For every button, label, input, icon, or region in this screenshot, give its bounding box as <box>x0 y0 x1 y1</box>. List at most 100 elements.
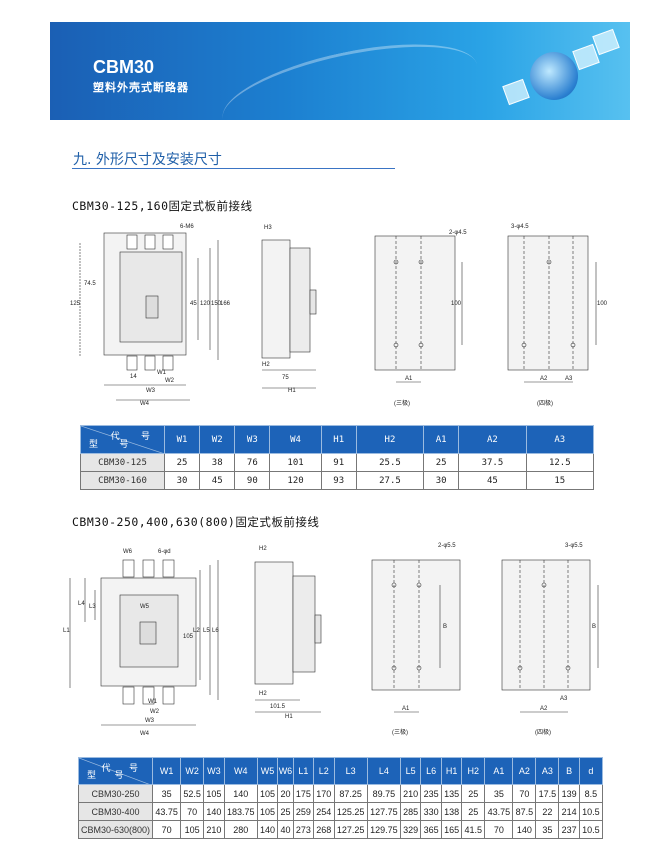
value-cell: 25 <box>423 453 460 472</box>
column-header: A1 <box>484 757 514 785</box>
value-cell: 17.5 <box>535 784 560 803</box>
value-cell: 90 <box>234 471 271 490</box>
column-header: W4 <box>223 757 258 785</box>
value-cell: 235 <box>420 784 442 803</box>
product-title: CBM30 <box>93 57 155 77</box>
hole-label: 2-φ5.5 <box>438 543 456 549</box>
value-cell: 37.5 <box>458 453 527 472</box>
value-cell: 140 <box>256 820 279 839</box>
dim-label: H2 <box>259 546 267 552</box>
dim-label: L4 <box>78 601 85 607</box>
dim-label: B <box>592 624 596 630</box>
value-cell: 89.75 <box>366 784 401 803</box>
value-cell: 8.5 <box>578 784 604 803</box>
side-view-1 <box>261 239 317 389</box>
value-cell: 70 <box>152 820 182 839</box>
value-cell: 329 <box>399 820 422 839</box>
dim-label: 166 <box>220 301 231 307</box>
pole-caption: (四极) <box>535 728 551 736</box>
column-header: H2 <box>355 425 425 454</box>
model-cell: CBM30-630(800) <box>77 820 154 839</box>
mounting-3pole-1 <box>374 235 463 383</box>
mounting-4pole-1 <box>507 235 597 383</box>
model-cell: CBM30-400 <box>77 802 154 821</box>
section-underline <box>72 168 395 169</box>
model-cell: CBM30-125 <box>80 453 165 472</box>
dim-label: 6-φd <box>158 549 171 555</box>
value-cell: 170 <box>313 784 335 803</box>
dim-label: L2 <box>193 628 200 634</box>
value-cell: 210 <box>399 784 422 803</box>
product-subtitle: 塑料外壳式断路器 <box>93 81 189 94</box>
dim-label: 120 <box>200 301 211 307</box>
hole-label: 2-φ4.5 <box>449 230 467 236</box>
value-cell: 140 <box>203 802 225 821</box>
hole-label: 3-φ4.5 <box>511 224 529 230</box>
value-cell: 140 <box>223 784 258 803</box>
value-cell: 25 <box>461 802 486 821</box>
dim-label: L1 <box>63 628 70 634</box>
dim-label: L3 <box>89 604 96 610</box>
dim-label: A1 <box>405 376 413 382</box>
dim-label: 100 <box>451 301 462 307</box>
header-banner: CBM30 塑料外壳式断路器 <box>50 22 630 120</box>
dim-label: W2 <box>165 378 175 384</box>
value-cell: 139 <box>558 784 580 803</box>
dim-label: 14 <box>130 374 137 380</box>
corner-code-label: 代 号 <box>110 432 158 442</box>
dim-label: H1 <box>288 388 296 394</box>
value-cell: 214 <box>558 802 580 821</box>
value-cell: 105 <box>256 784 279 803</box>
value-cell: 125.25 <box>333 802 368 821</box>
value-cell: 35 <box>535 820 560 839</box>
dim-label: A2 <box>540 706 548 712</box>
value-cell: 135 <box>440 784 463 803</box>
model-cell: CBM30-160 <box>80 471 165 490</box>
value-cell: 87.25 <box>333 784 368 803</box>
corner-code-label: 代 号 <box>101 763 147 773</box>
dim-label: W3 <box>146 388 156 394</box>
column-header: W1 <box>152 757 182 785</box>
column-header: W2 <box>180 757 205 785</box>
column-header: W1 <box>163 425 201 454</box>
hole-label: 3-φ5.5 <box>565 543 583 549</box>
column-header: H1 <box>440 757 463 785</box>
value-cell: 22 <box>535 802 560 821</box>
value-cell: 175 <box>292 784 315 803</box>
section-title: 九. 外形尺寸及安装尺寸 <box>73 152 222 168</box>
column-header: W3 <box>203 757 225 785</box>
dim-label: H1 <box>285 714 293 720</box>
dim-label: A3 <box>565 376 573 382</box>
value-cell: 280 <box>223 820 258 839</box>
value-cell: 70 <box>512 784 537 803</box>
column-header: W5 <box>256 757 279 785</box>
dim-label: 100 <box>597 301 608 307</box>
value-cell: 70 <box>180 802 205 821</box>
dim-label: L6 <box>212 628 219 634</box>
value-cell: 15 <box>525 471 595 490</box>
dim-label: W4 <box>140 401 150 407</box>
value-cell: 25 <box>277 802 294 821</box>
dim-label: W4 <box>140 731 150 737</box>
value-cell: 40 <box>277 820 294 839</box>
value-cell: 45 <box>199 471 236 490</box>
column-header: W4 <box>269 425 322 454</box>
dim-label: A1 <box>402 706 410 712</box>
value-cell: 101 <box>269 453 322 472</box>
value-cell: 254 <box>313 802 335 821</box>
value-cell: 43.75 <box>484 802 514 821</box>
model-cell: CBM30-250 <box>77 784 154 803</box>
corner-header: 代 号 型 号 <box>80 425 165 454</box>
dim-label: W1 <box>157 370 167 376</box>
value-cell: 268 <box>313 820 335 839</box>
front-view-1 <box>79 232 219 401</box>
dim-label: 75 <box>282 375 289 381</box>
dim-label: H2 <box>259 691 267 697</box>
value-cell: 10.5 <box>578 820 604 839</box>
column-header: W2 <box>199 425 236 454</box>
pole-caption: (三极) <box>392 728 408 736</box>
dim-label: W2 <box>150 709 160 715</box>
